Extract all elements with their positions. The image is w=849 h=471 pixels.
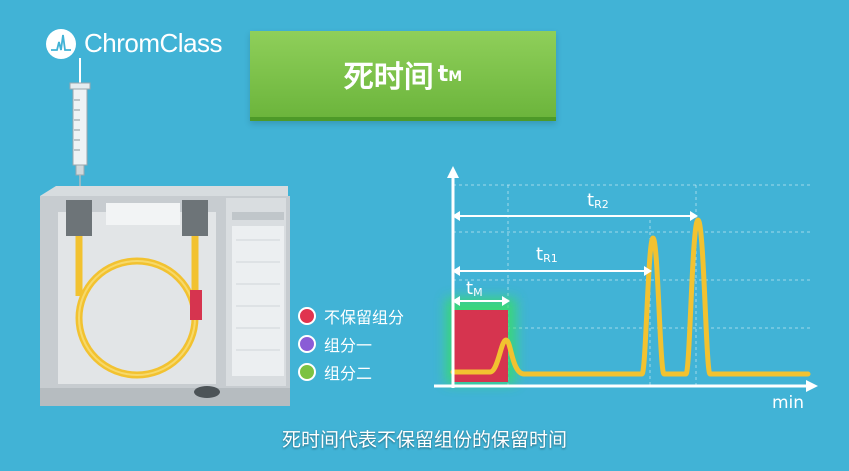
subtitle-caption: 死时间代表不保留组份的保留时间: [281, 429, 567, 451]
chromclass-logo: ChromClass: [46, 28, 223, 59]
x-axis-label: min: [772, 393, 804, 413]
tr1-arrow: [452, 266, 652, 276]
chromatogram-trace: [450, 217, 811, 377]
chromatogram-logo-icon: [46, 28, 76, 59]
legend-dot-purple: [298, 335, 316, 353]
legend-item-component-two: 组分二: [298, 358, 404, 386]
legend-label: 组分二: [324, 364, 373, 383]
title-symbol-t: t: [437, 61, 449, 87]
chromatogram-chart: tM tR1 tR2 min: [434, 166, 818, 413]
tr2-label: tR2: [587, 190, 609, 211]
title-symbol-subscript: M: [448, 68, 463, 85]
tr2-arrow: [452, 211, 698, 221]
tm-label: tM: [466, 278, 483, 299]
legend-item-component-one: 组分一: [298, 330, 404, 358]
tm-arrow: [452, 296, 510, 306]
y-axis-arrow-icon: [447, 166, 459, 178]
syringe-icon: [69, 58, 91, 212]
title-symbol: tM: [438, 62, 462, 87]
legend-item-unretained: 不保留组分: [298, 302, 404, 330]
legend-dot-green: [298, 363, 316, 381]
logo-text: ChromClass: [84, 28, 223, 58]
coiled-column: [75, 236, 202, 379]
legend-dot-red: [298, 307, 316, 325]
gas-chromatograph-illustration: [40, 58, 290, 406]
component-legend: 不保留组分 组分一 组分二: [298, 302, 404, 386]
tr1-label: tR1: [536, 244, 558, 265]
legend-label: 组分一: [324, 336, 373, 355]
legend-label: 不保留组分: [324, 308, 405, 327]
x-axis-arrow-icon: [806, 380, 818, 392]
title-text: 死时间: [343, 60, 434, 95]
title-banner: 死时间 tM: [250, 31, 556, 121]
